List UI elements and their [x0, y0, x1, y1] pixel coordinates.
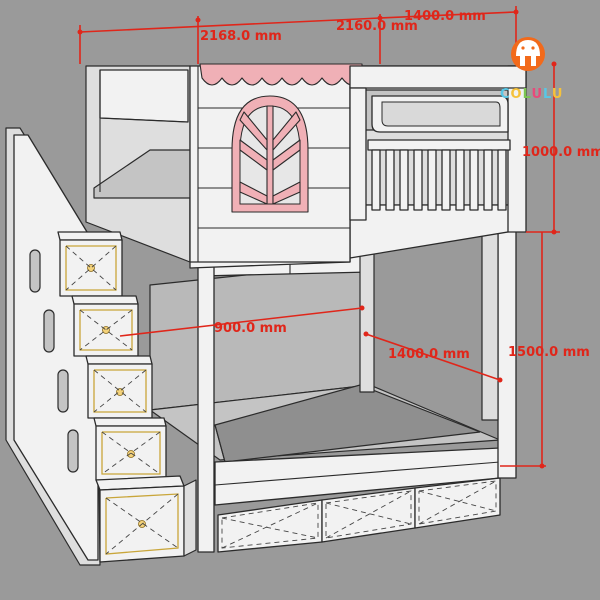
drawer-1: [217, 499, 323, 553]
staircase: [5, 127, 197, 566]
railing-bars: [371, 149, 507, 211]
dim-stair-width: 900.0 mm: [214, 321, 287, 336]
dimension-lines: [77, 6, 560, 469]
logo-letter: C: [500, 87, 511, 102]
logo-letter: U: [552, 87, 564, 102]
dim-lower-height: 1500.0 mm: [508, 345, 590, 360]
drawer-3: [414, 477, 501, 529]
roof-awning: [199, 63, 363, 86]
logo-letter: O: [511, 87, 523, 102]
logo-letter: L: [523, 87, 532, 102]
upper-back-enclosure: [85, 65, 191, 263]
logo-letter: U: [531, 87, 543, 102]
upper-railing: [349, 65, 527, 221]
dim-total-length: 2168.0 mm: [200, 29, 282, 44]
logo-letter: L: [543, 87, 552, 102]
dim-inner-width: 1400.0 mm: [388, 347, 470, 362]
arched-window: [231, 95, 309, 213]
dim-width-top: 1400.0 mm: [404, 9, 486, 24]
dim-bed-length: 2160.0 mm: [336, 19, 418, 34]
logo-wordmark: COLULU: [500, 87, 563, 102]
dim-upper-height: 1000.0 mm: [522, 145, 600, 160]
brand-logo: COLULU: [500, 37, 563, 102]
